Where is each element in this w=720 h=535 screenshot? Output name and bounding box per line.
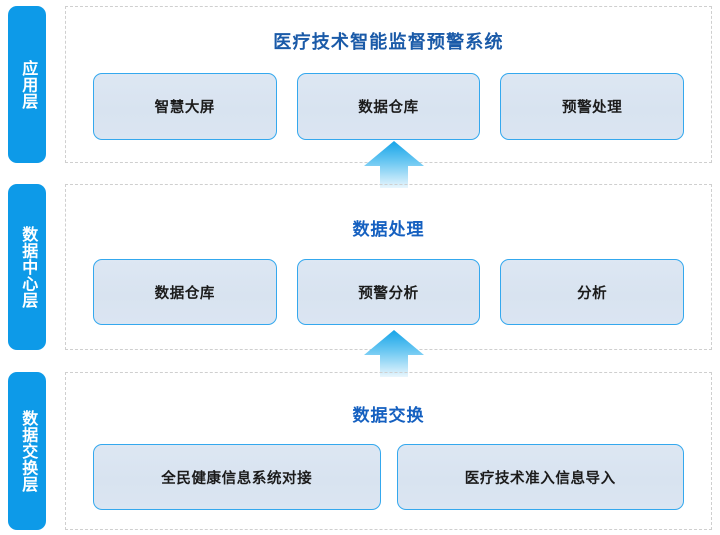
section-data-exchange-layer: 数据交换 全民健康信息系统对接 医疗技术准入信息导入 — [65, 372, 712, 530]
node-data-warehouse-app[interactable]: 数据仓库 — [296, 73, 481, 140]
layer-tab-data-exchange-label: 数据交换层 — [19, 409, 37, 493]
arrow-data-exchange-to-data-center — [363, 329, 425, 377]
node-alert-handling[interactable]: 预警处理 — [500, 73, 685, 140]
node-smart-big-screen[interactable]: 智慧大屏 — [93, 73, 277, 140]
node-analysis[interactable]: 分析 — [500, 259, 685, 325]
section-title-data-exchange: 数据交换 — [352, 406, 425, 425]
node-data-warehouse-center[interactable]: 数据仓库 — [93, 259, 277, 325]
node-medical-technology-admission-import[interactable]: 医疗技术准入信息导入 — [396, 444, 684, 510]
node-alert-analysis[interactable]: 预警分析 — [296, 259, 481, 325]
layer-tab-data-center[interactable]: 数据中心层 — [8, 184, 46, 350]
layer-tab-application-label: 应用层 — [19, 59, 37, 110]
node-row-application: 智慧大屏 数据仓库 预警处理 — [66, 73, 711, 140]
section-title-data-processing: 数据处理 — [352, 220, 425, 239]
node-row-data-exchange: 全民健康信息系统对接 医疗技术准入信息导入 — [66, 444, 711, 510]
layer-tab-data-center-label: 数据中心层 — [19, 225, 37, 309]
section-data-center-layer: 数据处理 数据仓库 预警分析 分析 — [65, 184, 712, 350]
node-health-information-system-integration[interactable]: 全民健康信息系统对接 — [93, 444, 381, 510]
layer-tab-data-exchange[interactable]: 数据交换层 — [8, 372, 46, 530]
page-title: 医疗技术智能监督预警系统 — [273, 32, 504, 52]
layer-tab-application[interactable]: 应用层 — [8, 6, 46, 163]
section-application-layer: 医疗技术智能监督预警系统 智慧大屏 数据仓库 预警处理 — [65, 6, 712, 163]
arrow-data-center-to-application — [363, 140, 425, 188]
node-row-data-center: 数据仓库 预警分析 分析 — [66, 259, 711, 325]
